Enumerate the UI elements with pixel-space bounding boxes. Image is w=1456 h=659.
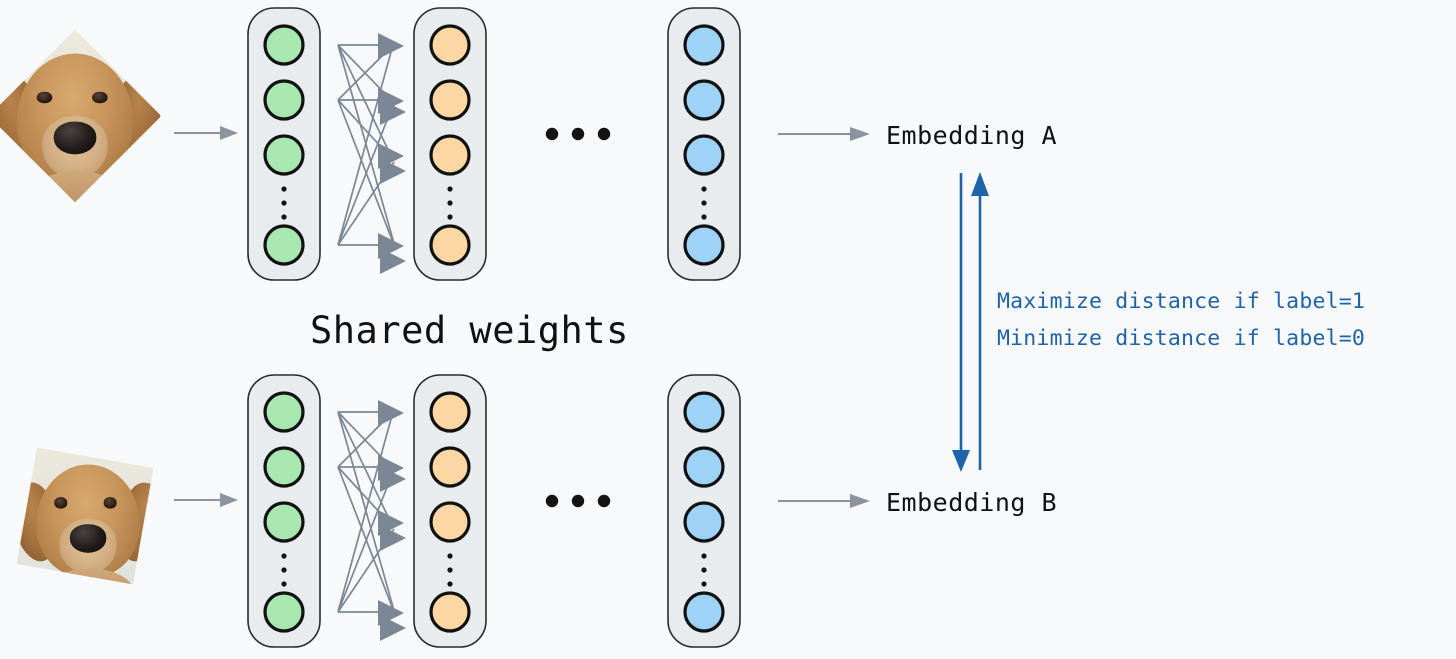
distance-arrow-down — [952, 173, 970, 472]
node-orange-b-1 — [429, 391, 471, 433]
node-blue-b-3 — [683, 501, 725, 543]
node-orange-a-1 — [429, 24, 471, 66]
node-orange-a-3 — [429, 134, 471, 176]
layer-ellipsis-dot — [281, 581, 287, 587]
layer-ellipsis-dot — [701, 553, 707, 559]
node-green-a-4 — [263, 224, 305, 266]
layer-ellipsis-dot — [447, 581, 453, 587]
node-green-b-4 — [263, 591, 305, 633]
node-blue-a-1 — [683, 24, 725, 66]
embedding-a-label: Embedding A — [886, 121, 1057, 150]
inter-layer-ellipsis-a — [545, 127, 611, 141]
layer-ellipsis-dot — [447, 200, 453, 206]
inter-layer-ellipsis-b — [545, 494, 611, 508]
layer-ellipsis-dot — [447, 186, 453, 192]
layer-ellipsis-dot — [281, 200, 287, 206]
node-blue-a-3 — [683, 134, 725, 176]
connections-b — [337, 400, 406, 641]
layer-ellipsis-dot — [281, 567, 287, 573]
layer-ellipsis-dot — [281, 553, 287, 559]
node-orange-a-2 — [429, 79, 471, 121]
node-orange-b-2 — [429, 446, 471, 488]
output-arrow-b — [778, 494, 870, 508]
layer-ellipsis-dot — [447, 567, 453, 573]
embedding-b-label: Embedding B — [886, 488, 1057, 517]
node-orange-a-4 — [429, 224, 471, 266]
input-arrow-b — [174, 493, 238, 507]
node-orange-b-4 — [429, 591, 471, 633]
shared-weights-label: Shared weights — [310, 309, 629, 352]
layer-ellipsis-dot — [701, 214, 707, 220]
node-blue-b-2 — [683, 446, 725, 488]
layer-ellipsis-dot — [701, 567, 707, 573]
node-blue-b-4 — [683, 591, 725, 633]
node-green-b-1 — [263, 391, 305, 433]
layer-ellipsis-dot — [701, 581, 707, 587]
branch-a: Embedding A — [174, 7, 1057, 281]
node-green-a-2 — [263, 79, 305, 121]
objective-line-1: Maximize distance if label=1 — [997, 289, 1365, 314]
layer-ellipsis-dot — [701, 200, 707, 206]
distance-arrow-up — [971, 172, 989, 470]
node-green-b-2 — [263, 446, 305, 488]
output-arrow-a — [778, 127, 870, 141]
node-blue-a-2 — [683, 79, 725, 121]
layer-ellipsis-dot — [447, 553, 453, 559]
layer-ellipsis-dot — [447, 214, 453, 220]
branch-b: Embedding B — [174, 374, 1057, 648]
node-green-a-1 — [263, 24, 305, 66]
layer-ellipsis-dot — [701, 186, 707, 192]
node-green-a-3 — [263, 134, 305, 176]
node-orange-b-3 — [429, 501, 471, 543]
layer-ellipsis-dot — [281, 186, 287, 192]
input-arrow-a — [174, 126, 238, 140]
node-blue-b-1 — [683, 391, 725, 433]
objective-line-2: Minimize distance if label=0 — [997, 326, 1365, 351]
node-blue-a-4 — [683, 224, 725, 266]
layer-ellipsis-dot — [281, 214, 287, 220]
node-green-b-3 — [263, 501, 305, 543]
connections-a — [337, 33, 406, 274]
